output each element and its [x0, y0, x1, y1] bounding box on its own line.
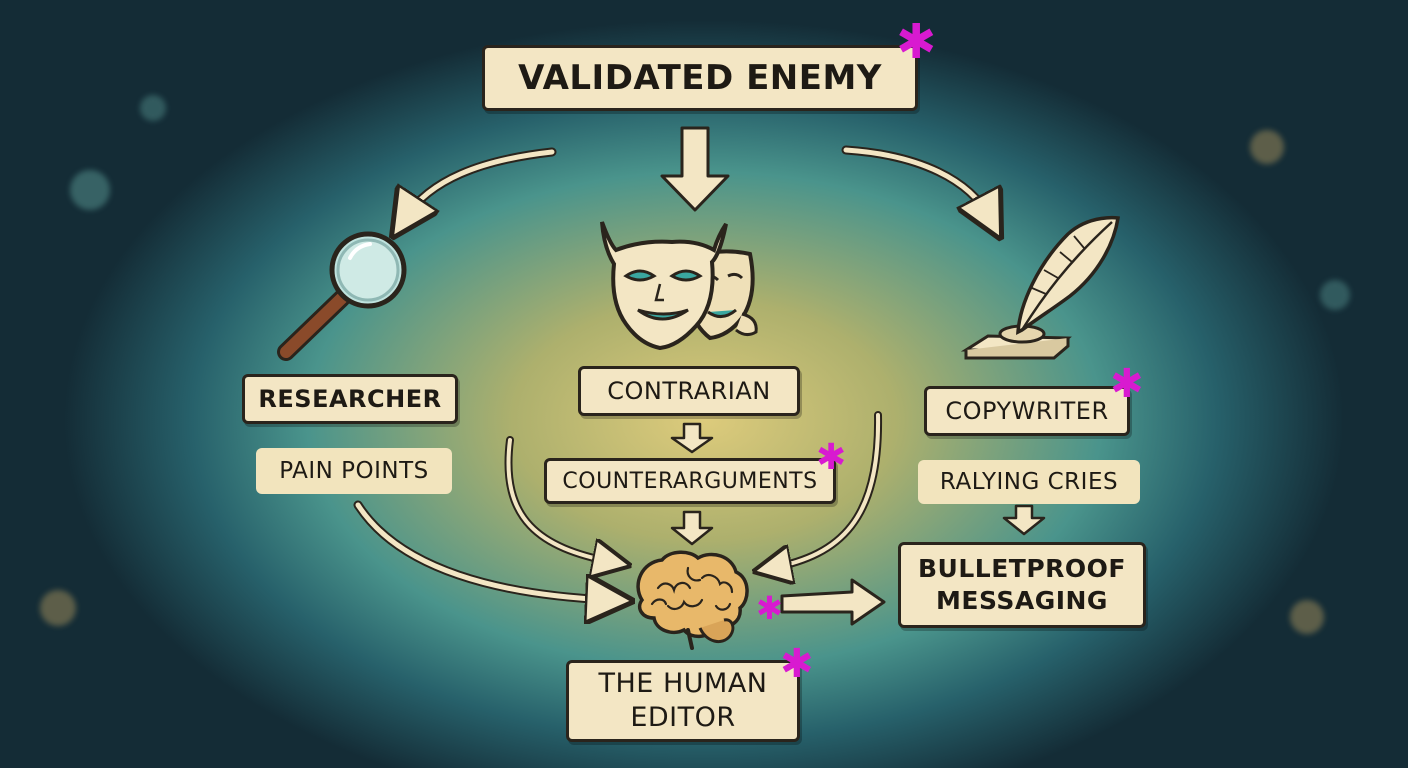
arrow-painpoints-to-editor-fill [355, 502, 610, 600]
asterisk-icon: ✱ [896, 14, 937, 70]
arrow-contrarian-curve-to-editor-fill [506, 438, 612, 562]
asterisk-icon: ✱ [1110, 361, 1144, 407]
arrow-editor-to-bulletproof [780, 578, 886, 626]
arrow-counterarguments-to-editor [670, 510, 714, 546]
arrow-enemy-to-researcher-fill [405, 149, 555, 218]
arrow-rallying-to-bulletproof [1002, 504, 1046, 536]
copywriter-box: COPYWRITER [924, 386, 1130, 436]
magnifying-glass-icon [277, 231, 407, 361]
arrow-enemy-to-copywriter-fill [843, 147, 990, 218]
bulletproof-messaging-box: BULLETPROOF MESSAGING [898, 542, 1146, 628]
arrow-copywriter-curve-to-editor-fill [772, 413, 881, 568]
brain-icon [636, 550, 749, 650]
contrarian-box: CONTRARIAN [578, 366, 800, 416]
researcher-box: RESEARCHER [242, 374, 458, 424]
human-editor-box: THE HUMAN EDITOR [566, 660, 800, 742]
counterarguments-box: COUNTERARGUMENTS [544, 458, 836, 504]
asterisk-icon: ✱ [816, 437, 847, 478]
pain-points-label: PAIN POINTS [256, 448, 452, 494]
validated-enemy-box: VALIDATED ENEMY [482, 45, 918, 111]
asterisk-icon: ✱ [780, 641, 814, 687]
rallying-cries-label: RALYING CRIES [918, 460, 1140, 504]
arrow-contrarian-to-counterarguments [670, 422, 714, 454]
quill-pen-icon [960, 215, 1120, 360]
theater-masks-icon [600, 221, 758, 351]
arrow-enemy-to-researcher [400, 147, 557, 223]
asterisk-icon: ✱ [756, 589, 783, 627]
arrow-enemy-to-copywriter [841, 145, 995, 223]
arrow-enemy-to-contrarian [660, 126, 730, 212]
